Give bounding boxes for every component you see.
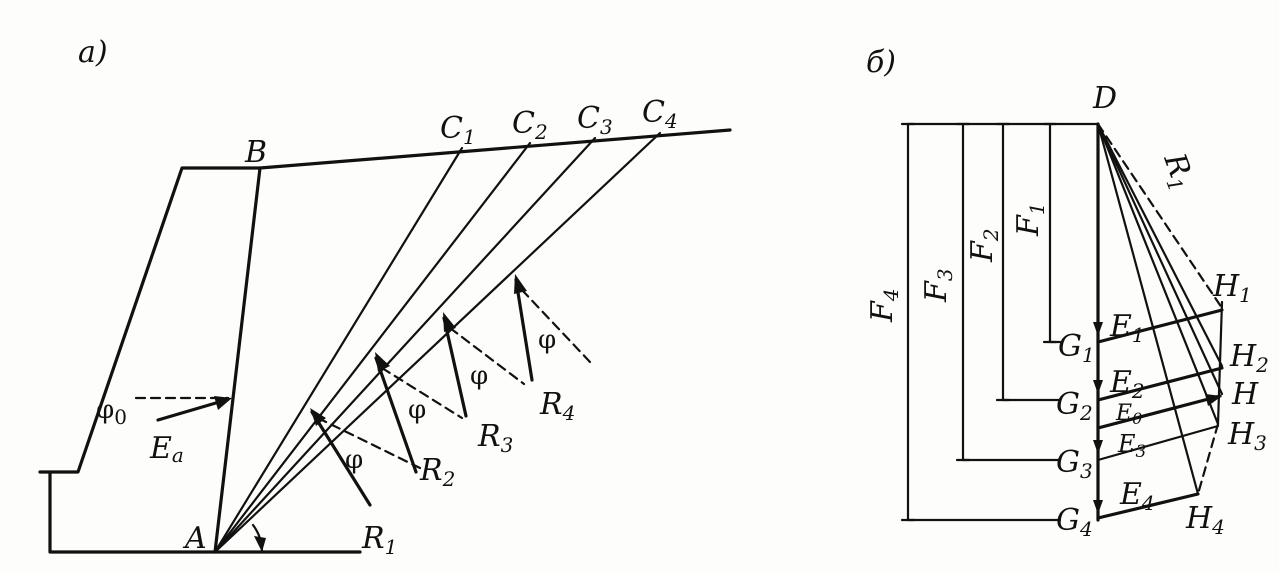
label-h1: H1	[1212, 269, 1252, 307]
e0-force	[1096, 394, 1222, 430]
r4-normal-dashed	[520, 288, 592, 364]
label-g1: G1	[1058, 329, 1095, 367]
slip-plane-c1	[213, 146, 464, 554]
label-g2: G2	[1056, 387, 1093, 425]
svg-text:R1: R1	[1153, 148, 1201, 195]
svg-text:F4: F4	[865, 288, 903, 323]
e2-force	[1096, 366, 1224, 402]
label-e2: E2	[1109, 365, 1145, 403]
label-f1: F1	[1011, 202, 1049, 237]
label-h4: H4	[1185, 501, 1225, 539]
label-f3: F3	[919, 268, 957, 303]
label-phi-4: φ	[538, 325, 556, 355]
label-c4: C4	[642, 95, 678, 133]
r3-arrow	[442, 316, 468, 418]
label-r2: R2	[419, 453, 455, 491]
label-f2: F2	[965, 228, 1003, 263]
panel-a: a) B A C1 C2 C3 C4 φ0 Ea φ R1	[38, 35, 732, 559]
label-f4: F4	[865, 288, 903, 323]
label-phi-1: φ	[345, 445, 363, 475]
label-r1: R1	[361, 521, 397, 559]
e3-force	[1096, 424, 1220, 462]
h-envelope	[1216, 300, 1224, 426]
r1-arrow	[310, 410, 372, 507]
label-g4: G4	[1056, 503, 1093, 541]
label-h: H	[1231, 377, 1259, 412]
r4-ray	[1096, 122, 1200, 496]
label-phi0: φ0	[96, 395, 127, 429]
label-e1: E1	[1109, 309, 1145, 347]
r4-arrow	[514, 278, 534, 382]
label-b: B	[244, 135, 267, 170]
slip-plane-c3	[213, 136, 597, 554]
h-envelope-dashed	[1196, 422, 1220, 496]
label-r1-b: R1	[1153, 148, 1201, 195]
label-d: D	[1092, 81, 1117, 116]
r2-arrow	[374, 356, 418, 474]
label-phi-2: φ	[408, 395, 426, 425]
label-g3: G3	[1056, 445, 1093, 483]
panel-a-label: a)	[78, 35, 108, 70]
r2-normal-dashed	[380, 366, 464, 420]
backfill-surface	[258, 128, 732, 170]
label-e3: E3	[1117, 430, 1146, 462]
label-phi-3: φ	[470, 361, 488, 391]
label-e4: E4	[1119, 477, 1155, 515]
label-e0: E0	[1115, 401, 1142, 428]
slip-plane-c4	[213, 131, 662, 554]
r1-ray-dashed	[1096, 122, 1224, 310]
svg-text:F1: F1	[1011, 202, 1049, 237]
label-ea: Ea	[149, 431, 184, 467]
label-c2: C2	[512, 106, 548, 144]
r1-normal-dashed	[316, 416, 422, 470]
label-a: A	[182, 521, 207, 556]
svg-text:F2: F2	[965, 228, 1003, 263]
label-c1: C1	[440, 111, 476, 149]
slip-plane-c2	[213, 141, 532, 554]
label-r4: R4	[539, 387, 575, 425]
r0-ray	[1096, 122, 1224, 396]
label-h3: H3	[1227, 417, 1267, 455]
r3-normal-dashed	[448, 326, 526, 386]
ea-arrow	[156, 398, 228, 422]
r2-ray	[1096, 122, 1224, 368]
panel-b: б) D F4 F3 F2 F1	[865, 45, 1269, 541]
label-r3: R3	[477, 419, 513, 457]
label-h2: H2	[1229, 339, 1269, 377]
wall-outline	[38, 166, 262, 554]
e4-force	[1096, 492, 1200, 520]
label-c3: C3	[577, 101, 613, 139]
svg-text:F3: F3	[919, 268, 957, 303]
panel-b-label: б)	[866, 45, 896, 80]
e1-force	[1096, 308, 1224, 344]
